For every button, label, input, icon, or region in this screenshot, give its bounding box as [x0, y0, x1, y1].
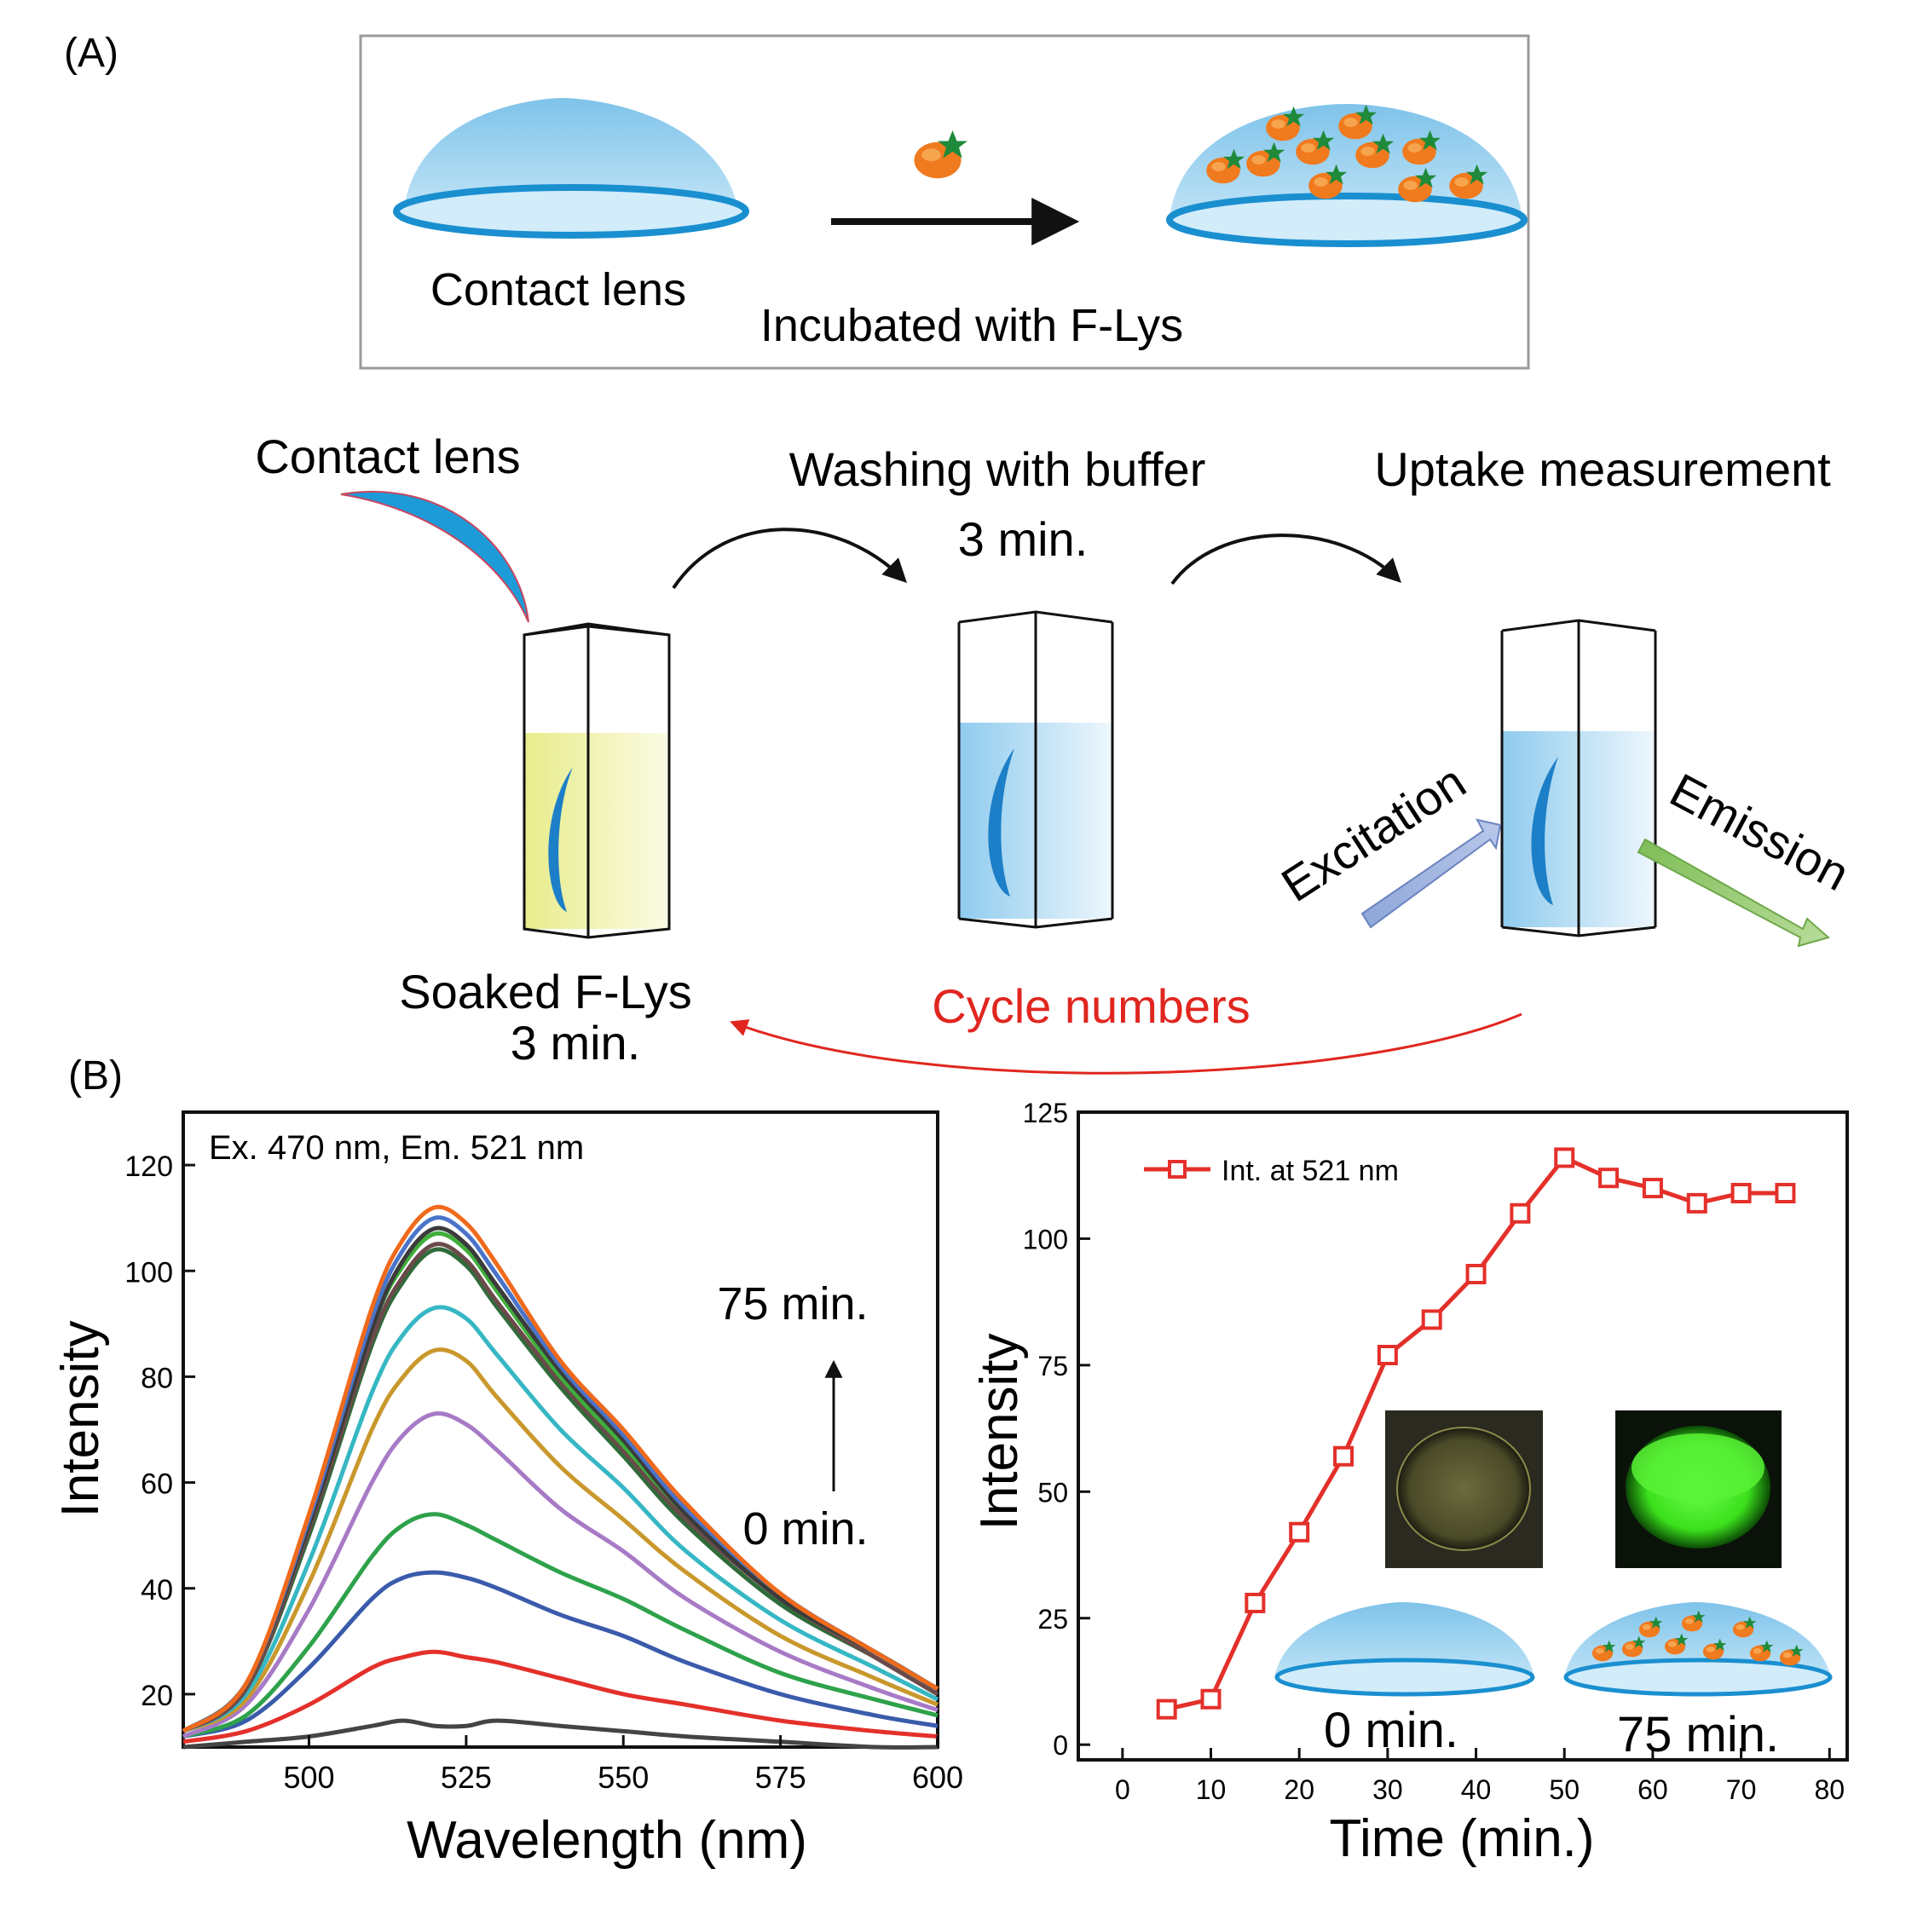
legend-marker [1168, 1160, 1187, 1179]
uptake-ytick-label: 50 [1037, 1477, 1068, 1508]
falling-lens-icon [340, 490, 529, 623]
loaded-lens-icon [1166, 104, 1528, 247]
uptake-point-65 [1686, 1192, 1707, 1214]
process-arrow-1 [672, 528, 907, 590]
cuvette-measure-icon [1500, 619, 1657, 937]
soaked-label: Soaked F-Lys [399, 965, 691, 1018]
spectrum-line-6 [182, 1305, 939, 1733]
inset-label-75min: 75 min. [1617, 1707, 1779, 1762]
spectrum-line-1 [182, 1649, 939, 1745]
workflow-lens-label: Contact lens [255, 430, 520, 483]
inset-photo-75min [1615, 1410, 1782, 1568]
uptake-point-5 [1156, 1698, 1177, 1720]
uptake-xtick-label: 40 [1461, 1774, 1492, 1805]
spectra-time-end: 75 min. [717, 1278, 868, 1329]
uptake-xtick-label: 10 [1196, 1774, 1227, 1805]
uptake-plot-frame [1077, 1110, 1849, 1762]
spectrum-line-2 [182, 1570, 939, 1739]
spectrum-line-3 [182, 1512, 939, 1739]
cuvette-soak-icon [523, 622, 671, 939]
contact-lens-icon [393, 98, 749, 239]
washing-time: 3 min. [958, 512, 1089, 566]
spectrum-line-5 [182, 1347, 939, 1733]
uptake-point-40 [1465, 1264, 1487, 1284]
top-lens-label: Contact lens [430, 264, 686, 315]
uptake-point-35 [1421, 1309, 1442, 1330]
uptake-label: Uptake measurement [1374, 442, 1831, 496]
uptake-point-70 [1730, 1183, 1752, 1203]
process-arrow-2 [1170, 533, 1401, 585]
spectra-xtick-label: 600 [912, 1760, 963, 1795]
uptake-y-axis-label: Intensity [970, 1334, 1029, 1531]
uptake-xtick-label: 20 [1284, 1774, 1314, 1805]
uptake-legend: Int. at 521 nm [1144, 1155, 1399, 1187]
spectra-ytick-label: 60 [141, 1468, 173, 1501]
legend-label: Int. at 521 nm [1222, 1155, 1399, 1187]
uptake-ytick-label: 100 [1023, 1224, 1068, 1254]
excitation-arrow-icon [1360, 818, 1502, 929]
uptake-ytick-label: 125 [1023, 1098, 1068, 1128]
spectra-ytick-label: 80 [141, 1362, 173, 1394]
uptake-xtick-label: 70 [1726, 1774, 1757, 1805]
uptake-point-50 [1554, 1147, 1575, 1168]
excitation-label: Excitation [1272, 754, 1475, 912]
spectra-ytick-label: 40 [141, 1574, 173, 1606]
uptake-point-15 [1245, 1592, 1266, 1613]
uptake-xtick-label: 80 [1814, 1774, 1845, 1805]
inset-label-0min: 0 min. [1324, 1703, 1458, 1758]
soaked-time: 3 min. [511, 1016, 641, 1070]
inset-lens-0min-icon [1274, 1602, 1535, 1697]
cycle-arrow [730, 1012, 1522, 1075]
uptake-point-20 [1289, 1521, 1310, 1543]
uptake-xtick-label: 60 [1637, 1774, 1668, 1805]
spectra-plot-frame [182, 1110, 939, 1749]
uptake-point-55 [1598, 1168, 1620, 1189]
cuvette-wash-icon [957, 610, 1114, 929]
spectra-ytick-label: 120 [124, 1151, 173, 1183]
uptake-xtick-label: 30 [1372, 1774, 1403, 1805]
spectrum-line-12 [182, 1204, 939, 1733]
spectra-time-start: 0 min. [742, 1503, 868, 1554]
emission-arrow-icon [1637, 838, 1831, 948]
uptake-ytick-label: 0 [1053, 1730, 1068, 1761]
panel-b-label: (B) [68, 1053, 123, 1099]
uptake-point-30 [1377, 1345, 1398, 1365]
spectra-ytick-label: 100 [124, 1256, 173, 1289]
spectrum-line-4 [182, 1411, 939, 1739]
spectra-x-axis-label: Wavelength (nm) [407, 1811, 807, 1870]
uptake-point-45 [1510, 1202, 1531, 1224]
spectra-chart: 20 40 60 80 100 120 500 525 550 575 600 Ex. 470 n… [51, 1110, 963, 1870]
spectra-xtick-label: 525 [441, 1760, 492, 1795]
inset-lens-75min-icon [1563, 1602, 1833, 1697]
washing-label: Washing with buffer [789, 442, 1206, 496]
spectra-xtick-label: 500 [283, 1760, 334, 1795]
panel-a-label: (A) [64, 31, 118, 76]
uptake-chart: 0 25 50 75 100 125 0 10 20 30 40 50 60 70 80 [970, 1098, 1849, 1868]
uptake-point-60 [1642, 1178, 1663, 1199]
uptake-xtick-label: 0 [1115, 1774, 1130, 1805]
spectra-annotation: Ex. 470 nm, Em. 521 nm [209, 1129, 584, 1167]
uptake-xtick-label: 50 [1549, 1774, 1580, 1805]
spectra-y-axis-label: Intensity [51, 1321, 110, 1518]
uptake-ytick-label: 25 [1037, 1604, 1068, 1635]
uptake-point-75 [1775, 1183, 1796, 1203]
uptake-point-10 [1200, 1688, 1222, 1710]
uptake-ytick-label: 75 [1037, 1351, 1068, 1381]
spectra-xtick-label: 550 [598, 1760, 649, 1795]
uptake-x-axis-label: Time (min.) [1329, 1809, 1594, 1868]
spectra-ytick-label: 20 [141, 1680, 173, 1712]
uptake-point-25 [1333, 1445, 1354, 1467]
incubation-label: Incubated with F-Lys [760, 300, 1183, 351]
cycle-label: Cycle numbers [932, 979, 1250, 1033]
spectra-xtick-label: 575 [755, 1760, 806, 1795]
inset-photo-0min [1385, 1410, 1543, 1568]
